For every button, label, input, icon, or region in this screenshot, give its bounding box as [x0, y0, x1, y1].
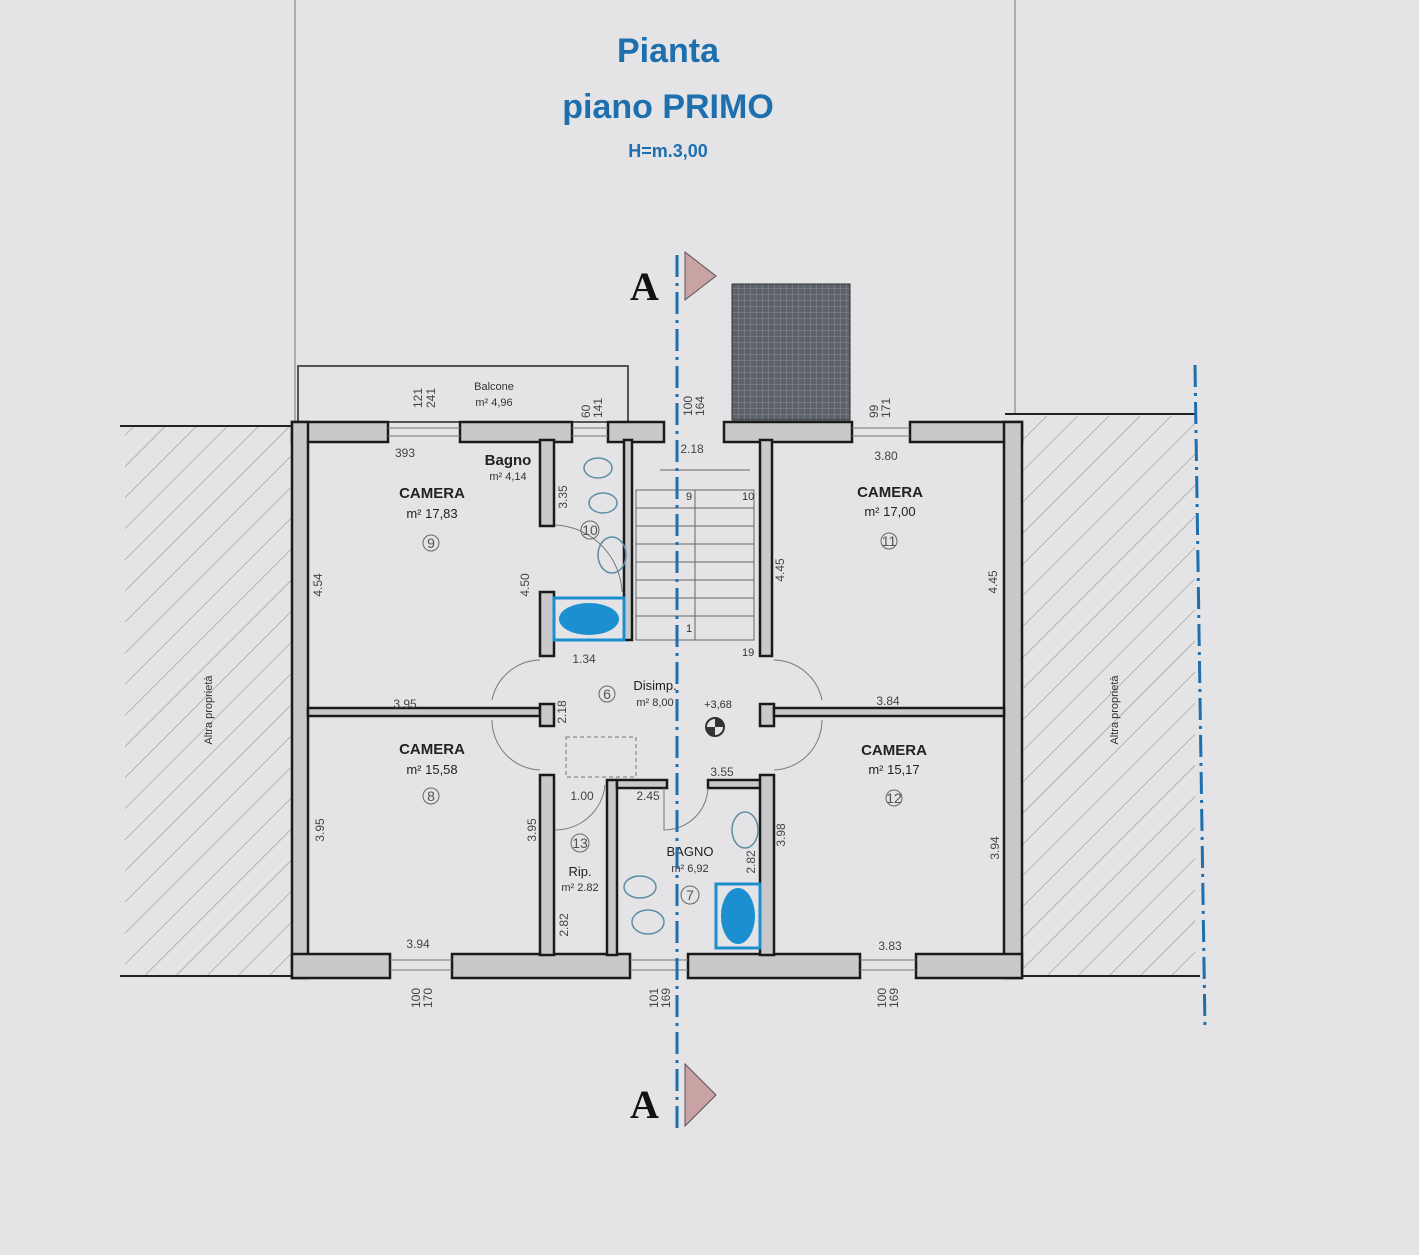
- svg-text:m² 2.82: m² 2.82: [561, 882, 598, 894]
- elevation-mark: +3,68: [704, 699, 732, 711]
- neighbor-hatch-left: [125, 426, 292, 976]
- svg-text:A: A: [630, 1082, 659, 1127]
- svg-text:141: 141: [591, 398, 605, 418]
- svg-text:2.82: 2.82: [744, 850, 758, 874]
- svg-text:100: 100: [409, 988, 423, 1008]
- dimension-labels: 393 2.18 3.80 3.35 4.50 4.54 1.34 4.45 4…: [311, 442, 1002, 953]
- svg-text:3.83: 3.83: [878, 939, 902, 953]
- svg-text:393: 393: [395, 446, 415, 460]
- svg-text:170: 170: [421, 988, 435, 1008]
- svg-text:CAMERA: CAMERA: [861, 742, 927, 759]
- svg-text:m² 15,17: m² 15,17: [868, 762, 919, 777]
- svg-text:Bagno: Bagno: [485, 452, 532, 469]
- room-camera-8: CAMERA m² 15,58 8: [399, 741, 465, 805]
- door-swings: [491, 524, 823, 831]
- svg-text:100: 100: [875, 988, 889, 1008]
- svg-text:10: 10: [582, 522, 598, 538]
- svg-text:3.95: 3.95: [525, 818, 539, 842]
- svg-text:8: 8: [427, 788, 435, 804]
- stair-step-9: 9: [686, 491, 692, 503]
- section-marker-top: A: [630, 250, 717, 309]
- stair-step-1: 1: [686, 623, 692, 635]
- svg-text:2.18: 2.18: [680, 442, 704, 456]
- bathroom-fixtures: [552, 457, 762, 950]
- svg-text:CAMERA: CAMERA: [857, 484, 923, 501]
- svg-text:m² 4,14: m² 4,14: [489, 471, 526, 483]
- title-line1: Pianta: [617, 32, 720, 70]
- svg-text:3.95: 3.95: [313, 818, 327, 842]
- svg-text:3.94: 3.94: [406, 937, 430, 951]
- neighbor-hatch-right: [1022, 416, 1195, 976]
- svg-text:Disimp.: Disimp.: [633, 678, 676, 693]
- svg-text:CAMERA: CAMERA: [399, 485, 465, 502]
- svg-text:m² 17,83: m² 17,83: [406, 506, 457, 521]
- svg-text:13: 13: [572, 835, 588, 851]
- svg-text:CAMERA: CAMERA: [399, 741, 465, 758]
- svg-text:3.35: 3.35: [556, 485, 570, 509]
- svg-text:2.45: 2.45: [636, 789, 660, 803]
- svg-text:7: 7: [686, 887, 694, 903]
- svg-text:2.18: 2.18: [555, 700, 569, 724]
- window-dimensions: 121 241 60 141 100 164 99 171 100 170 10…: [409, 388, 901, 1008]
- svg-text:4.45: 4.45: [773, 558, 787, 582]
- external-stair-block: [731, 283, 851, 421]
- svg-text:A: A: [630, 264, 659, 309]
- svg-text:3.80: 3.80: [874, 449, 898, 463]
- svg-text:6: 6: [603, 686, 611, 702]
- neighbor-label-left: Altra proprietà: [203, 675, 215, 745]
- room-bagno-10: Bagno m² 4,14 10: [485, 452, 600, 540]
- room-camera-12: CAMERA m² 15,17 12: [861, 742, 927, 807]
- room-ripostiglio-13: Rip. m² 2.82 13: [561, 833, 599, 894]
- svg-text:3.84: 3.84: [876, 694, 900, 708]
- svg-text:m² 8,00: m² 8,00: [636, 697, 673, 709]
- neighbor-label-right: Altra proprietà: [1109, 675, 1121, 745]
- svg-text:m² 17,00: m² 17,00: [864, 504, 915, 519]
- room-camera-9: CAMERA m² 17,83 9: [399, 485, 465, 552]
- svg-text:BAGNO: BAGNO: [667, 844, 714, 859]
- room-disimpegno-6: Disimp. m² 8,00 6 +3,68: [598, 678, 732, 737]
- svg-text:60: 60: [579, 404, 593, 418]
- svg-text:4.50: 4.50: [518, 573, 532, 597]
- svg-text:171: 171: [879, 398, 893, 418]
- stair-step-19: 19: [742, 647, 754, 659]
- section-marker-bottom: A: [630, 1062, 717, 1128]
- svg-text:121: 121: [411, 388, 425, 408]
- svg-text:1.00: 1.00: [570, 789, 594, 803]
- svg-text:3.94: 3.94: [988, 836, 1002, 860]
- svg-text:164: 164: [693, 396, 707, 416]
- svg-text:4.54: 4.54: [311, 573, 325, 597]
- svg-text:9: 9: [427, 535, 435, 551]
- balcony-name: Balcone: [474, 381, 514, 393]
- svg-text:12: 12: [886, 790, 902, 806]
- svg-text:m² 15,58: m² 15,58: [406, 762, 457, 777]
- svg-text:169: 169: [887, 988, 901, 1008]
- svg-text:101: 101: [647, 988, 661, 1008]
- floor-height: H=m.3,00: [628, 141, 708, 161]
- boundary-dash-line: [1193, 364, 1207, 1031]
- svg-text:3.95: 3.95: [393, 697, 417, 711]
- svg-text:1.34: 1.34: [572, 652, 596, 666]
- svg-text:m² 6,92: m² 6,92: [671, 863, 708, 875]
- room-bagno-7: BAGNO m² 6,92 7: [667, 844, 714, 905]
- svg-text:169: 169: [659, 988, 673, 1008]
- walls: [290, 420, 1024, 980]
- svg-text:3.98: 3.98: [774, 823, 788, 847]
- svg-text:4.45: 4.45: [986, 570, 1000, 594]
- svg-text:11: 11: [882, 533, 897, 549]
- svg-text:241: 241: [424, 388, 438, 408]
- internal-staircase: [635, 469, 755, 641]
- balcony-area: m² 4,96: [475, 397, 512, 409]
- windows: [388, 427, 916, 971]
- svg-text:3.55: 3.55: [710, 765, 734, 779]
- svg-text:2.82: 2.82: [557, 913, 571, 937]
- svg-text:100: 100: [681, 396, 695, 416]
- stair-step-10: 10: [742, 491, 754, 503]
- svg-text:99: 99: [867, 404, 881, 418]
- svg-text:Rip.: Rip.: [568, 864, 591, 879]
- title-line2: piano PRIMO: [562, 88, 774, 126]
- room-camera-11: CAMERA m² 17,00 11: [857, 484, 923, 550]
